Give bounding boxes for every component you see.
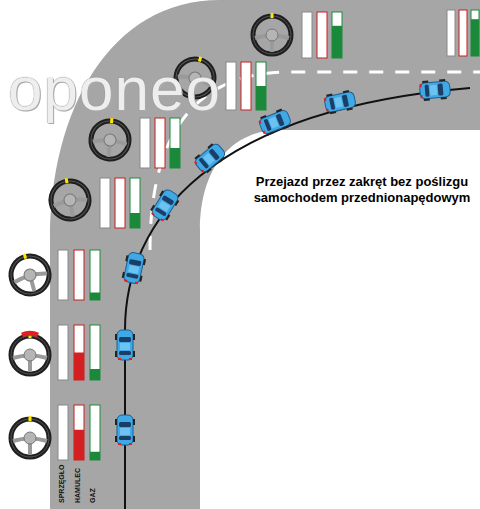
pedal-station xyxy=(58,250,100,300)
gas-bar xyxy=(332,12,342,58)
gas-fill xyxy=(332,26,342,58)
clutch-bar xyxy=(447,10,455,56)
car-sequence xyxy=(115,79,451,445)
brake-bar xyxy=(155,118,165,168)
pedal-label: SPRZĘGŁO xyxy=(58,464,65,503)
brake-bar xyxy=(241,62,251,110)
gas-bar xyxy=(471,10,479,56)
gas-fill xyxy=(90,452,100,460)
gas-bar xyxy=(256,62,266,110)
watermark: oponeo xyxy=(8,58,221,120)
brake-bar xyxy=(74,325,84,380)
pedal-station xyxy=(58,405,100,460)
gas-fill xyxy=(256,86,266,110)
pedal-label: HAMULEC xyxy=(74,468,81,503)
gas-fill xyxy=(471,19,479,56)
gas-fill xyxy=(90,293,100,301)
trajectory-line xyxy=(125,88,470,509)
gas-bar xyxy=(90,405,100,460)
clutch-bar xyxy=(58,405,68,460)
brake-bar xyxy=(115,178,125,228)
pedal-station xyxy=(100,178,140,228)
gas-bar xyxy=(130,178,140,228)
pedal-station xyxy=(58,325,100,380)
pedal-station xyxy=(302,12,342,58)
clutch-bar xyxy=(226,62,236,110)
pedal-station xyxy=(140,118,180,168)
gas-fill xyxy=(90,369,100,380)
gas-bar xyxy=(90,250,100,300)
clutch-bar xyxy=(140,118,150,168)
brake-bar xyxy=(459,10,467,56)
clutch-bar xyxy=(58,250,68,300)
gas-bar xyxy=(170,118,180,168)
brake-bar xyxy=(74,405,84,460)
clutch-bar xyxy=(58,325,68,380)
gas-fill xyxy=(130,213,140,228)
clutch-bar xyxy=(100,178,110,228)
pedal-label: GAZ xyxy=(89,488,96,503)
gas-bar xyxy=(90,325,100,380)
brake-fill xyxy=(74,430,84,460)
diagram-title: Przejazd przez zakręt bez poślizgu samoc… xyxy=(248,174,476,206)
brake-fill xyxy=(74,353,84,381)
brake-bar xyxy=(74,250,84,300)
clutch-bar xyxy=(302,12,312,58)
steering-wheels xyxy=(6,13,291,457)
pedal-station xyxy=(226,62,266,110)
gas-fill xyxy=(170,148,180,168)
pedal-station xyxy=(447,10,479,56)
brake-bar xyxy=(317,12,327,58)
